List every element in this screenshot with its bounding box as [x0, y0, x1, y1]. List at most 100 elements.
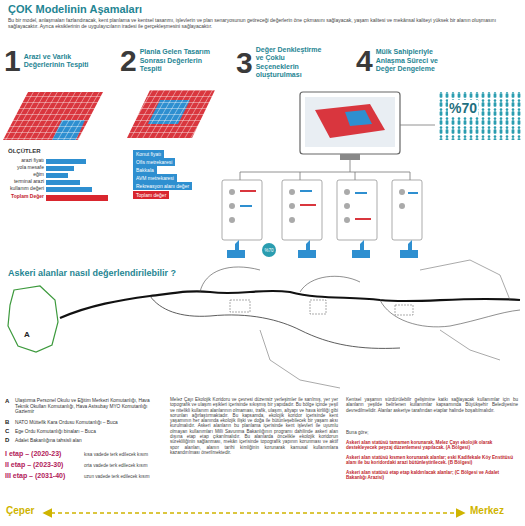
percent-circle: %70: [262, 243, 276, 257]
drawing-part: [240, 160, 410, 180]
node-text: AVM metrekaresi: [136, 175, 174, 181]
drawing-part: [44, 512, 464, 514]
step-title: Değer Denkleştirme ve Çoklu Seçeneklerin…: [256, 46, 328, 80]
step-header: 2Planla Gelen Tasarım Sonrası Değerlerin…: [120, 46, 212, 76]
phase-text: uzun vadede terk edilecek kısım: [84, 474, 164, 479]
proposal-text: Askeri alan statüsü tamamen korunarak, M…: [346, 440, 518, 451]
drawing-part: [399, 203, 405, 209]
drawing-part: [230, 300, 413, 315]
title: ÇOK Modelinin Aşamaları: [8, 3, 142, 16]
node-text: %70: [264, 248, 273, 253]
drawing-part: [46, 187, 92, 192]
drawing-part: [222, 180, 262, 240]
value-bar: AVM metrekaresi: [133, 174, 177, 182]
criterion: kullanım değeri: [4, 186, 44, 192]
node-text: Konut fiyatı: [136, 151, 161, 157]
drawing-part: [240, 190, 418, 207]
step-header: 3Değer Denkleştirme ve Çoklu Seçenekleri…: [236, 46, 328, 80]
drawing-part: [229, 217, 235, 223]
drawing-part: [222, 180, 422, 240]
drawing-part: [399, 189, 405, 195]
section-heading: Askeri alanlar nasıl değerlendirilebilir…: [8, 268, 176, 278]
drawing-part: [300, 190, 312, 192]
step-title: Arazi ve Varlık Değerlerinin Tespiti: [24, 53, 96, 70]
criterion: terminal arazi: [4, 179, 44, 185]
value-bar: Bakkala: [133, 166, 157, 174]
body-text: Buna göre;: [346, 430, 518, 435]
drawing-part: [344, 217, 350, 223]
drawing-part: [438, 92, 522, 140]
drawing-part: [46, 159, 86, 164]
value-bar: Konut fiyatı: [133, 150, 164, 158]
drawing-part: [355, 218, 371, 220]
body-text: Melez Çayı Ekolojik Koridoru ve çevresi …: [170, 397, 338, 455]
drawing-part: [315, 104, 385, 138]
node-text: Toplam değer: [136, 192, 166, 198]
drawing-part: [240, 190, 256, 192]
legend-text: Adalet Bakanlığına tahsisli alan: [15, 438, 160, 444]
drawing-part: [305, 97, 395, 147]
proposal-text: Askeri alan statüsü etap etap kaldırılac…: [346, 470, 518, 481]
step-number: 4: [356, 46, 373, 76]
phase-label: I etap – (2020-23): [5, 450, 61, 458]
percent-value: %70: [448, 100, 478, 116]
phase-text: orta vadede terk edilecek kısım: [84, 463, 164, 468]
drawing-part: [148, 100, 190, 124]
drawing-part: [240, 205, 252, 207]
drawing-part: [282, 180, 322, 240]
drawing-part: [260, 260, 510, 388]
legend-text: Ege Ordu Komutanlığı binaları – Buca: [15, 429, 160, 435]
drawing-part: [127, 90, 215, 138]
node-text: Rekreasyon alanı değer: [136, 183, 189, 189]
drawing-part: [229, 189, 405, 223]
legend-letter: C: [5, 428, 9, 435]
drawing-part: [392, 180, 422, 240]
step-number: 2: [120, 46, 137, 76]
proposal-text: Askeri alan statüsü kısmen korunarak ala…: [346, 455, 518, 466]
drawing-part: [46, 173, 68, 178]
drawing-part: [345, 110, 372, 126]
drawing-part: [300, 92, 400, 154]
legend-text: Ulaştırma Personel Okulu ve Eğitim Merke…: [15, 398, 160, 415]
drawing-part: [400, 240, 418, 258]
phase-label: II etap – (2023-30): [5, 461, 63, 469]
map-letter: A: [24, 330, 30, 339]
drawing-part: [46, 166, 74, 171]
drawing-part: [240, 190, 371, 220]
drawing-part: [298, 240, 316, 258]
body-text: Kentsel yaşamın sürdürülebilir gelişimin…: [346, 397, 518, 413]
drawing-part: [200, 267, 520, 327]
value-bar: Rekreasyon alanı değer: [133, 182, 192, 190]
drawing-part: [46, 180, 80, 185]
legend-letter: B: [5, 419, 9, 426]
drawing-part: [340, 154, 360, 160]
drawing-part: [289, 189, 295, 195]
drawing-part: [46, 195, 108, 201]
legend-letter: D: [5, 437, 9, 444]
drawing-part: [3, 92, 103, 140]
drawing-part: [150, 296, 400, 348]
drawing-part: [52, 120, 85, 140]
criterion: eğim: [4, 172, 44, 178]
axis-end: Çeper: [6, 505, 34, 517]
drawing-part: [344, 203, 350, 209]
drawing-part: [400, 125, 435, 126]
drawing-part: [227, 240, 245, 258]
criterion: arazi fiyatı: [4, 158, 44, 164]
drawing-part: [289, 203, 295, 209]
step-title: Planla Gelen Tasarım Sonrası Değerlerin …: [140, 48, 212, 73]
step-title: Mülk Sahipleriyle Anlaşma Süreci ve Değe…: [376, 48, 456, 73]
section-label: ÖLÇÜTLER: [8, 148, 41, 155]
legend-text: NATO Müttefik Kara Ordusu Komutanlığı – …: [15, 420, 160, 426]
axis-end: Merkez: [470, 505, 504, 517]
phase-text: kısa vadede terk edilecek kısım: [84, 452, 164, 457]
drawing-part: [337, 180, 377, 240]
value-bar: Toplam değer: [133, 191, 169, 199]
criterion-total: Toplam Değer: [4, 194, 44, 200]
drawing-part: [408, 192, 418, 194]
drawing-part: [300, 204, 316, 206]
drawing-part: [8, 286, 58, 352]
drawing-part: [229, 189, 235, 195]
step-number: 3: [236, 48, 253, 78]
